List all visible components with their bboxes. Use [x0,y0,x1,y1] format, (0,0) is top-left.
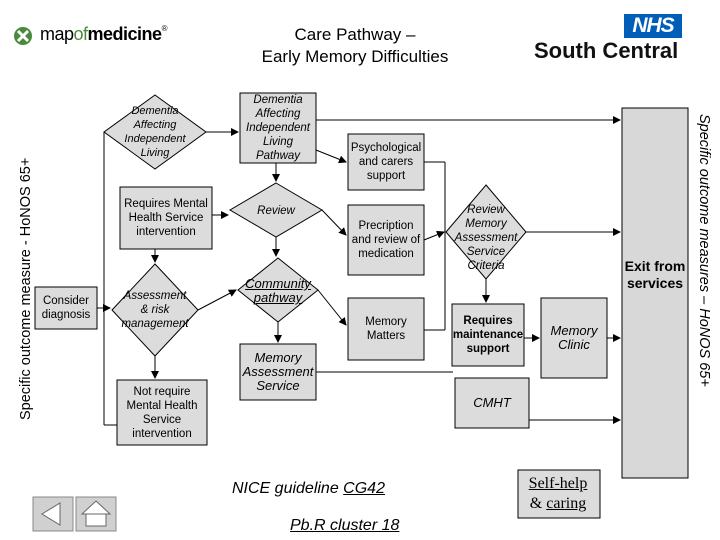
right-outcome-label: Specific outcome measures – HoNOS 65+ [696,114,712,387]
requires-mh-box [119,186,213,250]
back-arrow-icon[interactable] [32,496,74,532]
brand-wordmark: mapofmedicine® [40,24,168,44]
page-title: Care Pathway – Early Memory Difficulties [261,25,449,66]
self-help-box [517,469,601,519]
requires-maintenance-box [451,303,525,367]
requires-maintenance-label[interactable]: Requires maintenance support [452,315,524,355]
review-label[interactable]: Review [257,205,295,217]
prescription-box [347,204,425,276]
nice-guideline-link[interactable]: NICE guideline CG42 [232,480,385,497]
cmht-label[interactable]: CMHT [473,395,511,410]
memory-matters-label[interactable]: Memory Matters [365,316,407,342]
not-require-mh-box [116,379,208,446]
exit-services-bar [621,107,689,479]
psych-support-box [347,133,425,191]
assessment-risk-label[interactable]: Assessment & risk management [121,290,189,330]
exit-services-label[interactable]: Exit from services [624,258,686,291]
home-icon[interactable] [75,496,117,532]
memory-clinic-box [540,297,608,379]
memory-clinic-label[interactable]: Memory Clinic [550,323,598,352]
map-of-medicine-logo-icon [14,27,32,45]
memory-assessment-box [239,343,317,401]
psych-support-label[interactable]: Psychological and carers support [350,142,422,182]
self-help-link[interactable]: Self-help & caring [528,475,588,512]
dementia-affecting-diamond [103,94,207,170]
left-outcome-label: Specific outcome measure - HoNOS 65+ [18,157,34,420]
consider-diagnosis-label[interactable]: Consider diagnosis [41,295,91,321]
nhs-logo-icon: NHS [624,14,682,38]
memory-matters-box [347,297,425,361]
dementia-pathway-box [239,92,317,164]
nhs-region-name: South Central [534,38,679,63]
pbr-cluster-link[interactable]: Pb.R cluster 18 [290,517,400,534]
community-pathway-label[interactable]: Community pathway [245,276,311,305]
requires-mh-label[interactable]: Requires Mental Health Service intervent… [124,198,208,238]
dementia-affecting-label[interactable]: Dementia Affecting Independent Living [124,105,186,159]
memory-assessment-label[interactable]: Memory Assessment Service [242,350,314,393]
prescription-label[interactable]: Precription and review of medication [351,220,421,260]
cmht-box [454,377,530,429]
review-criteria-label[interactable]: Review Memory Assessment Service Criteri… [454,204,518,272]
consider-diagnosis-box [34,286,98,330]
dementia-pathway-label[interactable]: Dementia Affecting Independent Living Pa… [246,94,310,162]
not-require-mh-label[interactable]: Not require Mental Health Service interv… [126,386,198,440]
